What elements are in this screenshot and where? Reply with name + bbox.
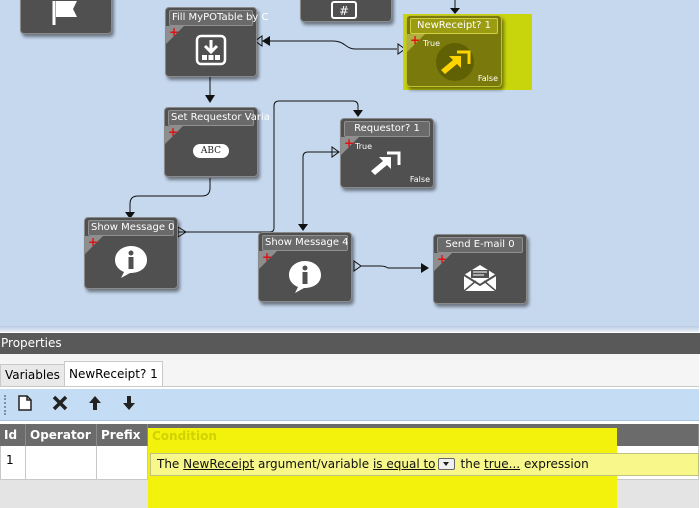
node-title: Set Requestor Varia [168,110,270,126]
column-header-operator[interactable]: Operator [26,424,97,446]
node-corner [165,126,183,144]
add-branch-icon[interactable]: + [168,125,179,139]
fill-table-node[interactable]: Fill MyPOTable by C + [165,7,268,77]
send-email-node[interactable]: Send E-mail 0 + [433,234,527,304]
partial-hash-node[interactable]: # [300,0,392,22]
arrow-down-icon [122,395,136,415]
add-branch-icon[interactable]: + [169,25,180,39]
node-corner [434,253,452,271]
node-corner [341,137,359,155]
workflow-canvas[interactable]: # NewReceipt? 1 + True False Fill MyPOTa… [0,0,699,330]
node-title: Show Message 4 [262,235,349,251]
show-message-node-0[interactable]: Show Message 0 + [84,217,178,289]
false-label: False [477,74,498,83]
svg-text:#: # [339,4,349,18]
move-down-button[interactable] [119,395,139,415]
cell-id[interactable]: 1 [0,446,26,480]
column-header-prefix[interactable]: Prefix [97,424,148,446]
properties-header: Properties [0,333,700,354]
decision-arrow-icon [367,145,405,183]
flag-icon [51,1,81,29]
node-corner [166,26,184,44]
tab-newreceipt[interactable]: NewReceipt? 1 [64,361,163,386]
condition-text-the: The [157,457,180,471]
add-branch-icon[interactable]: + [344,136,355,150]
node-title: Requestor? 1 [344,121,430,137]
condition-expression[interactable]: The NewReceipt argument/variable is equa… [150,453,699,476]
node-title: NewReceipt? 1 [410,18,498,34]
node-corner [85,236,103,254]
node-title: Fill MyPOTable by C [169,10,268,26]
decision-arrow-icon [433,42,477,86]
column-header-condition[interactable]: Condition [152,429,217,443]
abc-text-icon: ABC [193,144,229,158]
true-label: True [423,39,440,48]
column-header-id[interactable]: Id [0,424,26,446]
arrow-up-icon [88,395,102,415]
add-branch-icon[interactable]: + [88,235,99,249]
add-branch-icon[interactable]: + [410,33,421,47]
move-up-button[interactable] [85,395,105,415]
node-corner [407,34,425,52]
show-message-node-4[interactable]: Show Message 4 + [258,232,352,302]
true-label: True [355,142,372,151]
cell-operator[interactable] [26,446,97,480]
node-title: Send E-mail 0 [437,237,523,253]
condition-variable-link[interactable]: NewReceipt [183,457,255,471]
node-corner [259,251,277,269]
new-document-icon [18,395,32,415]
false-label: False [409,175,430,184]
cell-prefix[interactable] [97,446,148,480]
partial-flag-node[interactable] [20,0,112,34]
decision-node-newreceipt[interactable]: NewReceipt? 1 + True False [406,15,502,87]
node-title: Show Message 0 [88,220,175,236]
delete-condition-button[interactable] [50,395,70,415]
add-branch-icon[interactable]: + [437,252,448,266]
canvas-divider[interactable] [0,326,699,332]
condition-comparison-link[interactable]: is equal to [372,457,436,471]
info-bubble-icon [287,259,323,299]
toolbar-grip[interactable] [4,395,8,415]
set-variable-node[interactable]: Set Requestor Varia + ABC [164,107,270,177]
connector-lines [125,0,460,273]
envelope-icon [462,263,498,297]
delete-x-icon [52,395,68,415]
download-table-icon [195,34,227,70]
hash-icon: # [331,1,357,23]
tab-variables[interactable]: Variables [0,364,65,386]
decision-node-requestor[interactable]: Requestor? 1 + True False [340,118,434,188]
condition-text-argument: argument/variable [257,457,370,471]
condition-text-expression: expression [523,457,589,471]
condition-value-link[interactable]: true... [484,457,521,471]
add-branch-icon[interactable]: + [262,250,273,264]
comparison-dropdown-button[interactable] [437,457,455,470]
condition-text-the-2: the [460,457,481,471]
properties-tabs: Variables NewReceipt? 1 [0,354,699,387]
condition-toolbar [0,389,699,421]
info-bubble-icon [113,244,149,284]
new-condition-button[interactable] [15,395,35,415]
